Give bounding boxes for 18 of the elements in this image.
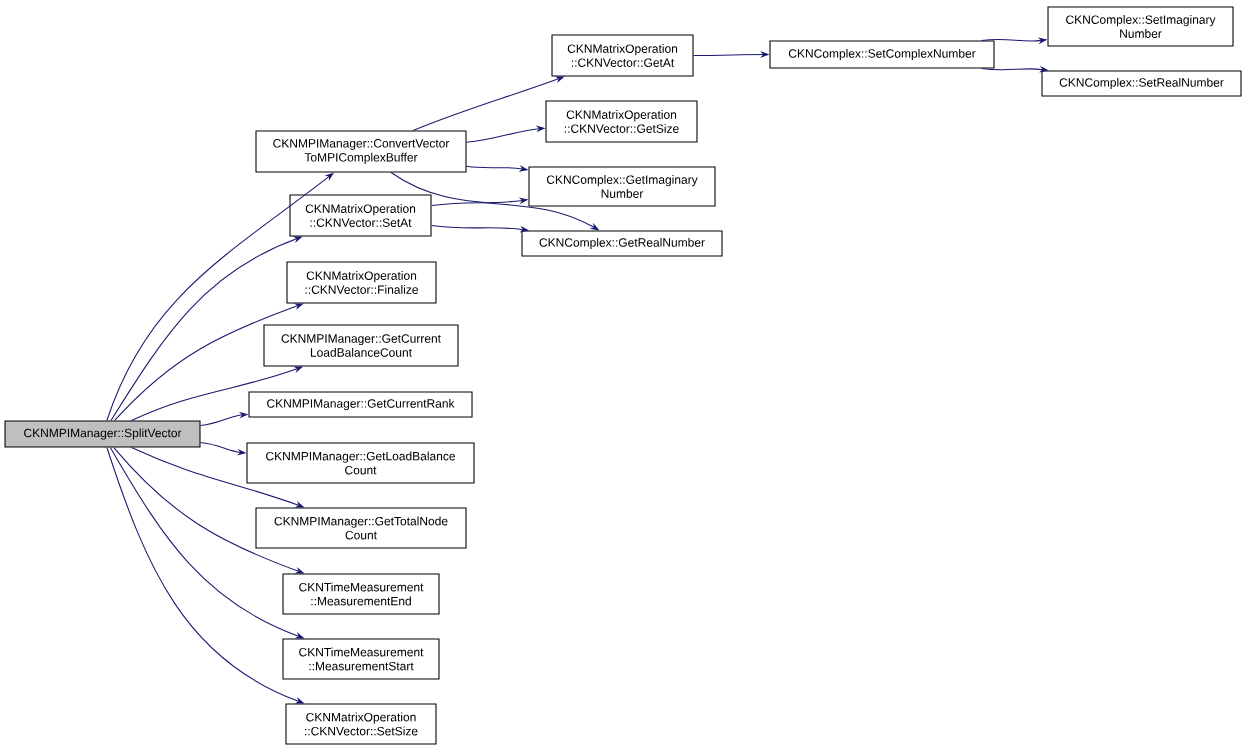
function-box: CKNMPIManager::GetTotalNode Count <box>255 507 467 549</box>
function-box: CKNMPIManager::GetLoadBalance Count <box>246 442 475 484</box>
function-box: CKNMatrixOperation ::CKNVector::Finalize <box>286 261 437 304</box>
function-box: CKNComplex::SetImaginary Number <box>1047 6 1234 47</box>
function-box: CKNMatrixOperation ::CKNVector::GetSize <box>545 100 698 143</box>
function-box: CKNComplex::GetImaginary Number <box>528 166 716 207</box>
function-box: CKNComplex::SetComplexNumber <box>769 40 995 69</box>
function-box: CKNMatrixOperation ::CKNVector::SetSize <box>285 703 437 745</box>
function-box: CKNComplex::GetRealNumber <box>521 230 723 257</box>
function-box: CKNMPIManager::GetCurrentRank <box>248 391 473 418</box>
function-box: CKNMPIManager::GetCurrent LoadBalanceCount <box>263 324 459 367</box>
function-box: CKNMPIManager::SplitVector <box>4 420 201 448</box>
function-box: CKNMatrixOperation ::CKNVector::SetAt <box>289 194 432 237</box>
function-box: CKNMPIManager::ConvertVector ToMPIComplexBuffer <box>255 130 467 173</box>
function-box: CKNMatrixOperation ::CKNVector::GetAt <box>551 34 694 77</box>
function-box: CKNComplex::SetRealNumber <box>1041 70 1242 97</box>
function-box: CKNTimeMeasurement ::MeasurementEnd <box>282 573 440 615</box>
function-box: CKNTimeMeasurement ::MeasurementStart <box>282 638 440 680</box>
